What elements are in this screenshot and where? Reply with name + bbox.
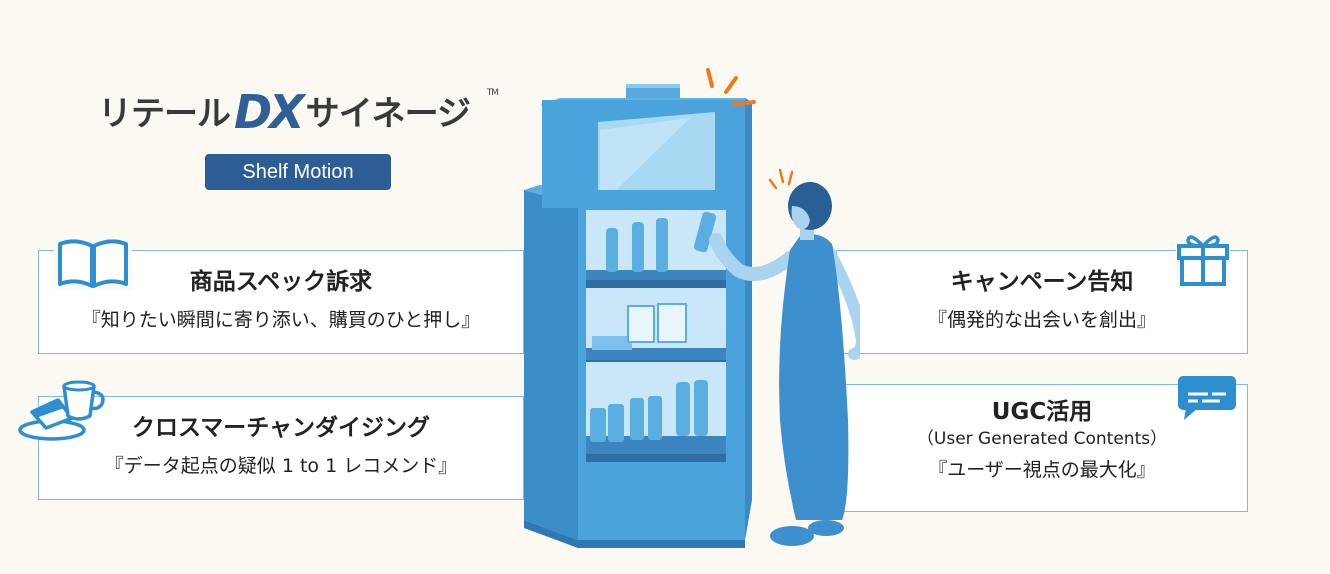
feature-title: クロスマーチャンダイジング — [131, 415, 431, 441]
coffee-cake-icon — [18, 380, 105, 441]
signage-shelf-illustration — [524, 84, 752, 548]
feature-title: 商品スペック訴求 — [189, 269, 373, 295]
product-badge: Shelf Motion — [205, 154, 391, 190]
open-book-icon — [54, 236, 132, 290]
feature-subtitle: 『偶発的な出会いを創出』 — [927, 309, 1156, 331]
feature-title: キャンペーン告知 — [950, 269, 1134, 295]
feature-subtitle: 『データ起点の疑似 1 to 1 レコメンド』 — [104, 455, 458, 477]
feature-box-cross-merchandising: クロスマーチャンダイジング 『データ起点の疑似 1 to 1 レコメンド』 — [38, 396, 524, 500]
logo-text-dx: DX — [234, 85, 305, 139]
logo-text-signage: サイネージ — [305, 94, 471, 134]
trademark-mark: TM — [486, 88, 499, 98]
shopper-figure-illustration — [709, 168, 860, 546]
feature-subtitle: 『知りたい瞬間に寄り添い、購買のひと押し』 — [81, 309, 481, 331]
chat-card-icon — [1178, 376, 1236, 420]
feature-title: UGC活用 — [991, 399, 1093, 425]
feature-subtitle: 『ユーザー視点の最大化』 — [928, 459, 1156, 481]
feature-parenthetical: （User Generated Contents） — [916, 429, 1168, 449]
logo-text-retail: リテール — [98, 94, 231, 134]
gift-box-icon — [1176, 228, 1230, 288]
alert-burst-icon — [706, 68, 756, 106]
